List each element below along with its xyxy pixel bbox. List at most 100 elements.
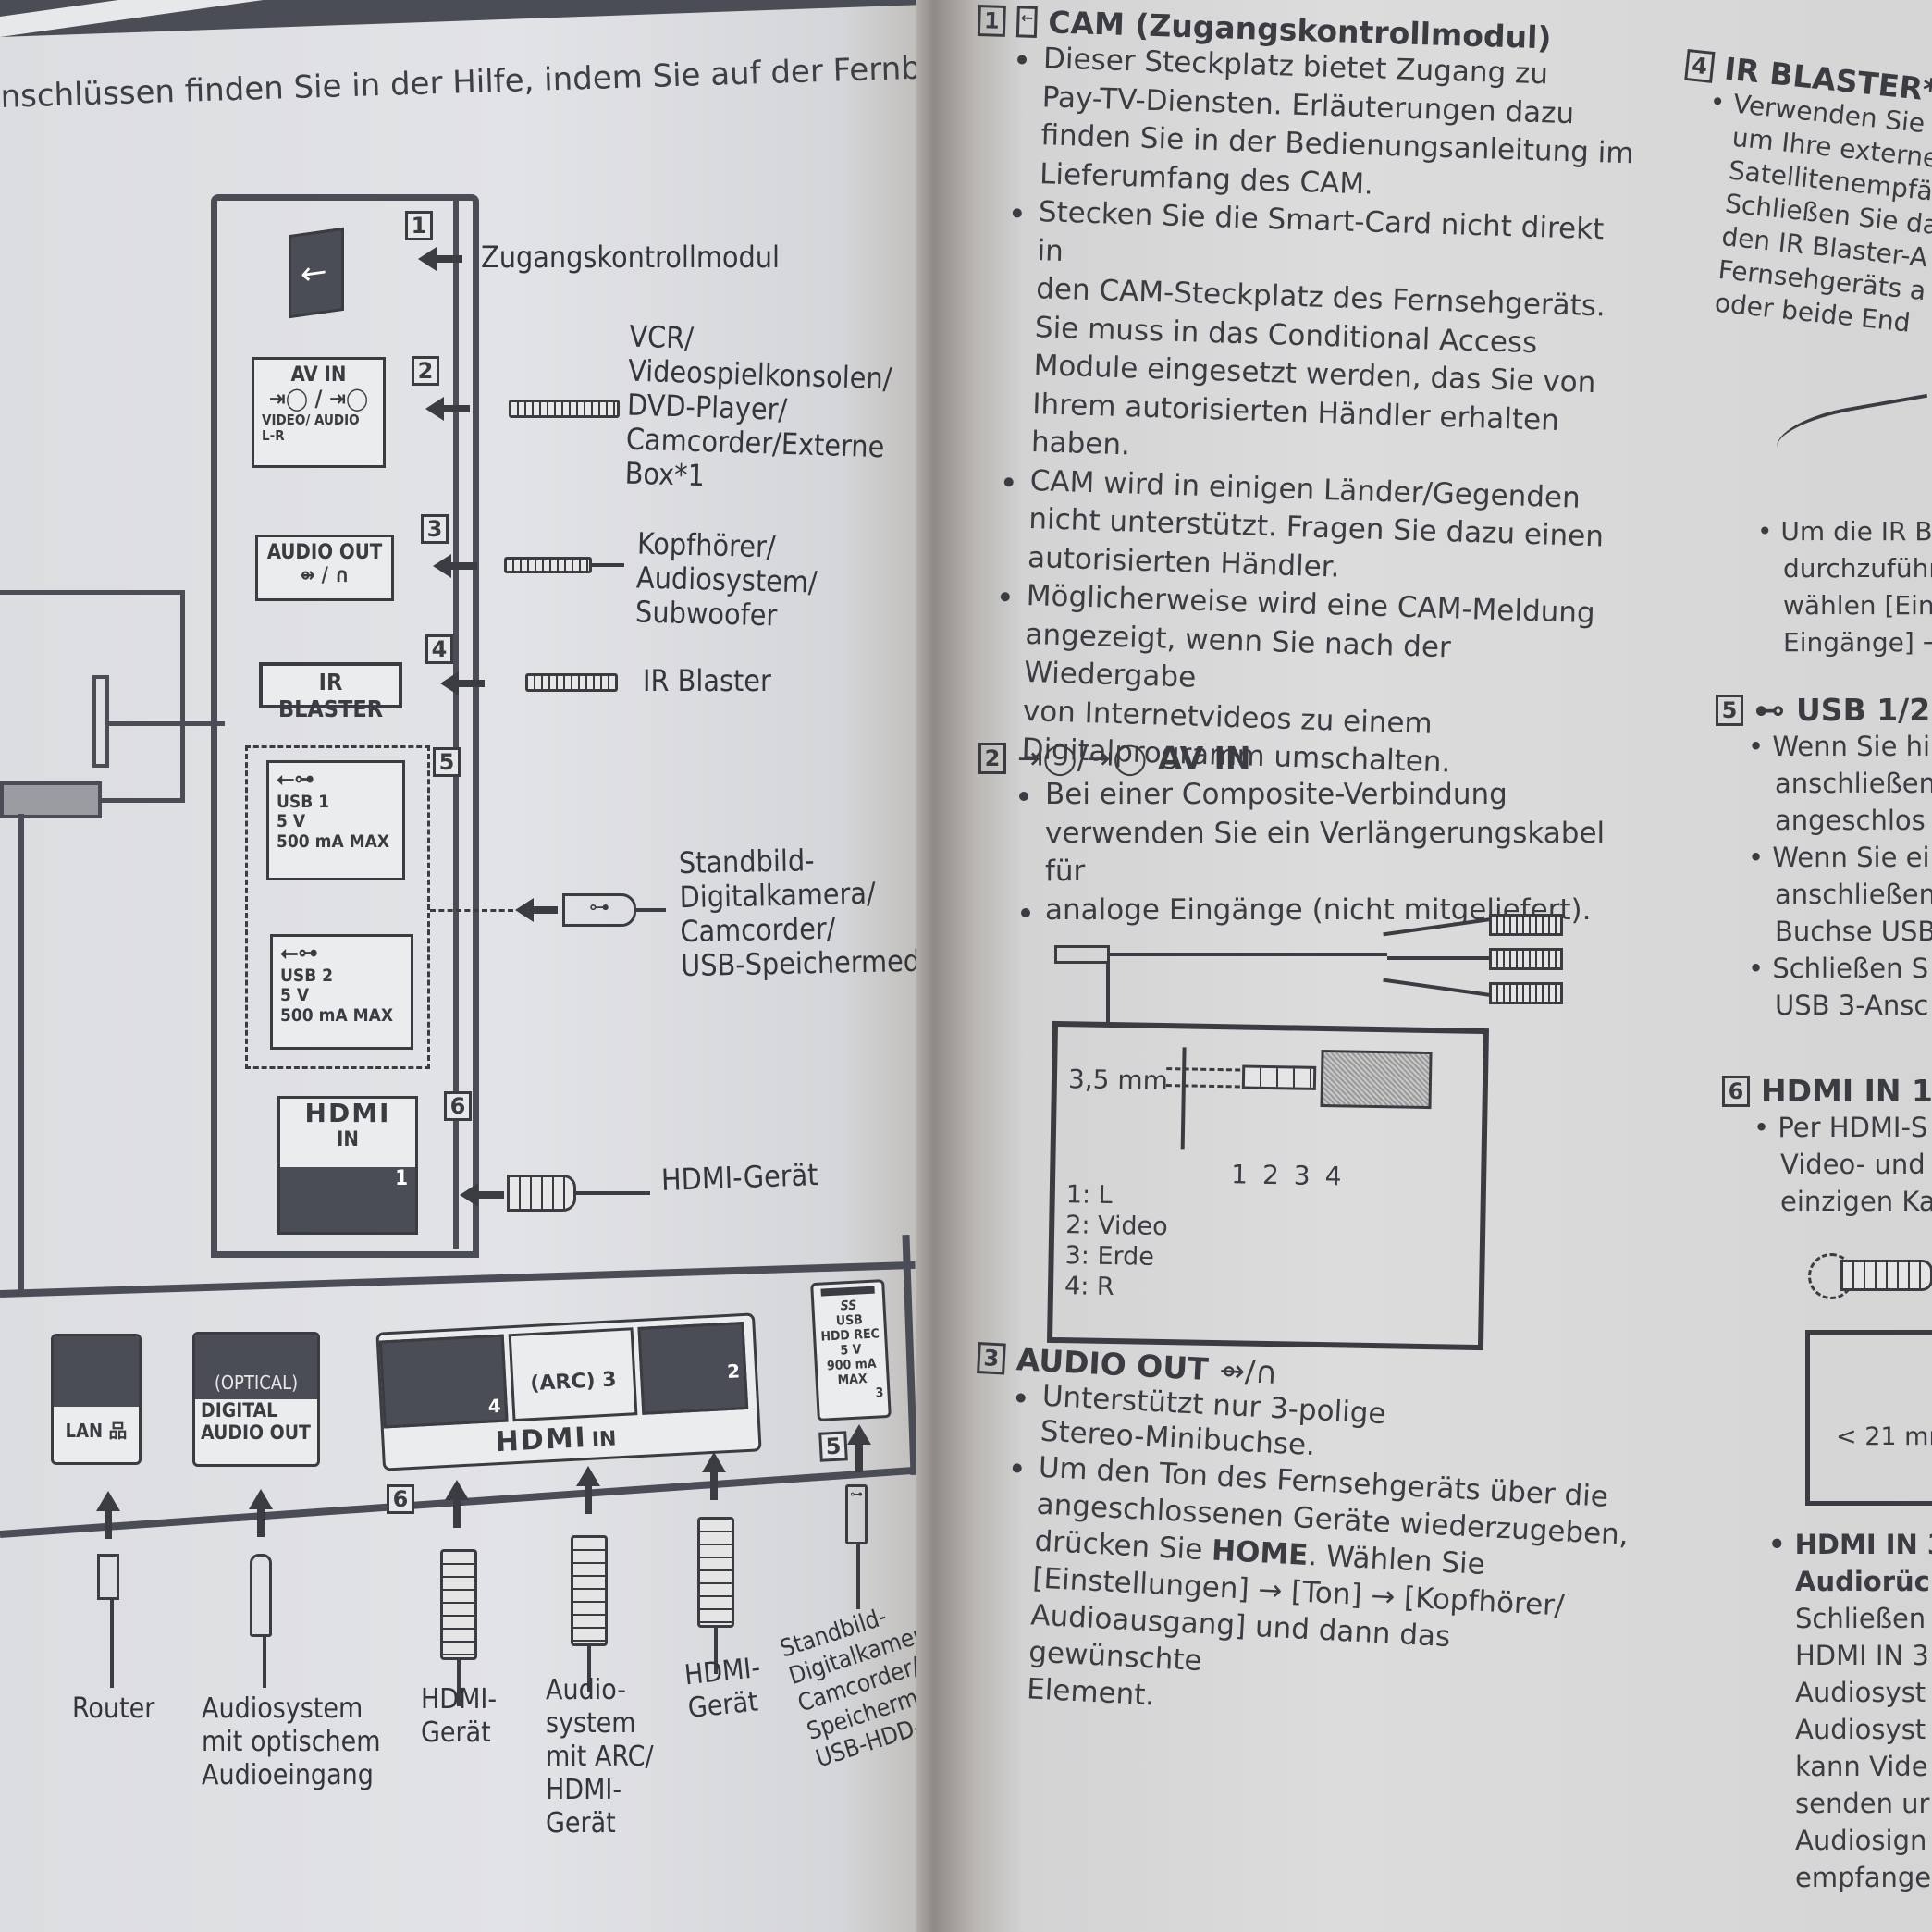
hdmi2-slot: 2 — [637, 1321, 749, 1415]
text-line: • Wenn Sie hi — [1748, 731, 1931, 762]
lan-plug-icon — [97, 1554, 119, 1600]
section-audio-out: 3 AUDIO OUT ⇴/∩ Unterstützt nur 3-polige… — [959, 1339, 1643, 1739]
audio-wire — [592, 563, 624, 567]
text-line: senden ur — [1768, 1788, 1930, 1819]
ir-blaster-text-2: • Um die IR Blas durchzuführe wählen [Ei… — [1757, 513, 1932, 661]
text-line: kann Vide — [1768, 1751, 1928, 1782]
av-in-label: AV IN — [290, 363, 347, 387]
text-line: Video- und — [1754, 1149, 1926, 1180]
bullet-audio-out-2: Um den Ton des Fernsehgeräts über die an… — [1000, 1447, 1638, 1739]
pin-number: 3 — [1293, 1160, 1325, 1192]
section-usb-heading: 5 ⊷ USB 1/2, — [1716, 692, 1932, 728]
section-av-in-heading: 2 ⇥◯/⇥◯ AV IN — [978, 740, 1644, 776]
av-in-sublabel: VIDEO/ AUDIO L-R — [262, 411, 360, 445]
side-panel — [211, 194, 479, 1258]
usb3-current: 900 mA MAX — [826, 1356, 877, 1388]
dimension-dash — [1165, 1084, 1240, 1089]
jack-tip-icon — [1241, 1064, 1317, 1090]
pin-number: 1 — [1230, 1159, 1263, 1190]
jack-body-icon — [1320, 1049, 1433, 1110]
jack-diameter-label: 3,5 mm — [1067, 1064, 1169, 1097]
tv-stand-base — [0, 781, 102, 818]
usb2-port: ⭠⊶ USB 2 5 V 500 mA MAX — [270, 934, 413, 1050]
hdmi-plug-icon — [507, 1175, 576, 1212]
text-line: Audiosyst — [1768, 1677, 1926, 1708]
text-line: Schließen — [1768, 1603, 1926, 1634]
text-line: empfange — [1768, 1862, 1932, 1893]
text-line: einzigen Ka — [1754, 1186, 1932, 1217]
hdmi-slot-icon: 1 — [280, 1167, 415, 1232]
rear-device-router: Router — [72, 1692, 155, 1725]
usb-wire — [856, 1544, 860, 1609]
text-line: Buchse USB — [1748, 916, 1932, 947]
text-line: HDMI IN 3 — [1768, 1640, 1929, 1671]
hdmi-wire — [457, 1660, 461, 1706]
dimension-dash — [1166, 1067, 1241, 1072]
usb1-port: ⭠⊶ USB 1 5 V 500 mA MAX — [266, 760, 405, 880]
usb3-slot-icon — [820, 1286, 875, 1297]
bullet-av-in-1: Bei einer Composite-Verbindung verwenden… — [1019, 776, 1644, 929]
text-line: Eingänge] → — [1757, 627, 1932, 658]
usb2-voltage: 5 V — [280, 985, 310, 1006]
pin-numbers: 1234 — [1231, 1159, 1357, 1191]
section-av-in: 2 ⇥◯/⇥◯ AV IN Bei einer Composite-Verbin… — [978, 740, 1644, 929]
arrow-up-icon — [702, 1452, 726, 1500]
hdmi4-number: 4 — [487, 1394, 502, 1418]
arrow-left-icon — [515, 898, 558, 922]
av-in-port: AV IN ⇥◯ / ⇥◯ VIDEO/ AUDIO L-R — [252, 357, 386, 468]
pin-legend-item: 2: Video — [1064, 1211, 1168, 1242]
hdmi2-number: 2 — [726, 1360, 741, 1383]
optical-wire — [263, 1637, 266, 1688]
left-page: nschlüssen finden Sie in der Hilfe, inde… — [0, 0, 1068, 1932]
pin-number: 4 — [1324, 1161, 1357, 1192]
port-number-6-rear: 6 — [387, 1484, 414, 1514]
lan-label-row: LAN 品 — [54, 1407, 139, 1443]
tv-side-line — [109, 721, 225, 726]
arrow-up-icon — [445, 1480, 469, 1528]
text-line: durchzuführe — [1783, 553, 1932, 584]
section-hdmi: 6 HDMI IN 1/2 • Per HDMI-S Video- und ei… — [1722, 1073, 1932, 1220]
port-number-4: 4 — [425, 634, 453, 664]
section-number-1: 1 — [977, 4, 1006, 37]
port-number-5: 5 — [433, 747, 461, 777]
audio-out-headphone-icon: ⇴ / ∩ — [300, 564, 350, 588]
arrow-left-icon — [418, 247, 462, 271]
av-cable-branch-2 — [1387, 956, 1494, 960]
text-line: Audiorück — [1768, 1566, 1932, 1597]
hdmi3-arc-slot: (ARC) 3 — [508, 1327, 638, 1422]
usb2-current: 500 mA MAX — [280, 1005, 394, 1027]
ir-blaster-cable-icon — [525, 673, 618, 692]
usb-group-outline — [245, 745, 430, 1069]
section-title-usb: USB 1/2, — [1796, 692, 1932, 728]
text-line: • Schließen S — [1748, 953, 1929, 984]
hdmi4-slot: 4 — [378, 1334, 509, 1429]
section-title-av-in: AV IN — [1158, 740, 1251, 776]
device-label-av: VCR/ Videospielkonsolen/ DVD-Player/ Cam… — [624, 318, 892, 494]
section-number-5: 5 — [1716, 694, 1743, 726]
hdmi3-number: 3 — [601, 1368, 618, 1393]
bullet-dot — [1021, 908, 1030, 917]
text-line: • HDMI IN 3 — [1768, 1529, 1932, 1560]
hdmi-in-logo: HDMI IN — [495, 1420, 617, 1458]
text-line: • Um die IR Blas — [1757, 516, 1932, 547]
arc-label: (ARC) — [529, 1369, 597, 1397]
text-line: Audiosign — [1768, 1825, 1927, 1856]
bullet-cam-1: Dieser Steckplatz bietet Zugang zu Pay-T… — [1014, 39, 1643, 212]
audio-out-label: AUDIO OUT — [266, 541, 383, 564]
port-number-6: 6 — [444, 1091, 472, 1121]
usb-plug-icon: ⊶ — [845, 1484, 868, 1544]
usb1-current: 500 mA MAX — [277, 831, 390, 853]
arrow-up-icon — [847, 1424, 871, 1472]
audio-cable-icon — [504, 557, 592, 573]
optical-plug-icon — [250, 1554, 272, 1637]
rear-device-hdmi: HDMI- Gerät — [421, 1683, 498, 1749]
usb-wire — [636, 908, 666, 912]
lan-socket-icon — [54, 1336, 139, 1408]
hdmi-wire — [714, 1628, 718, 1674]
arrow-up-icon — [576, 1466, 600, 1514]
av-in-icon: ⇥◯ / ⇥◯ — [268, 386, 369, 412]
section-usb: 5 ⊷ USB 1/2, • Wenn Sie hi anschließen a… — [1716, 692, 1932, 1024]
rear-device-optical-audio: Audiosystem mit optischem Audioeingang — [202, 1692, 381, 1791]
hdmi-wire — [576, 1191, 650, 1195]
rear-device-hdmi-2: HDMI- Gerät — [683, 1651, 762, 1726]
